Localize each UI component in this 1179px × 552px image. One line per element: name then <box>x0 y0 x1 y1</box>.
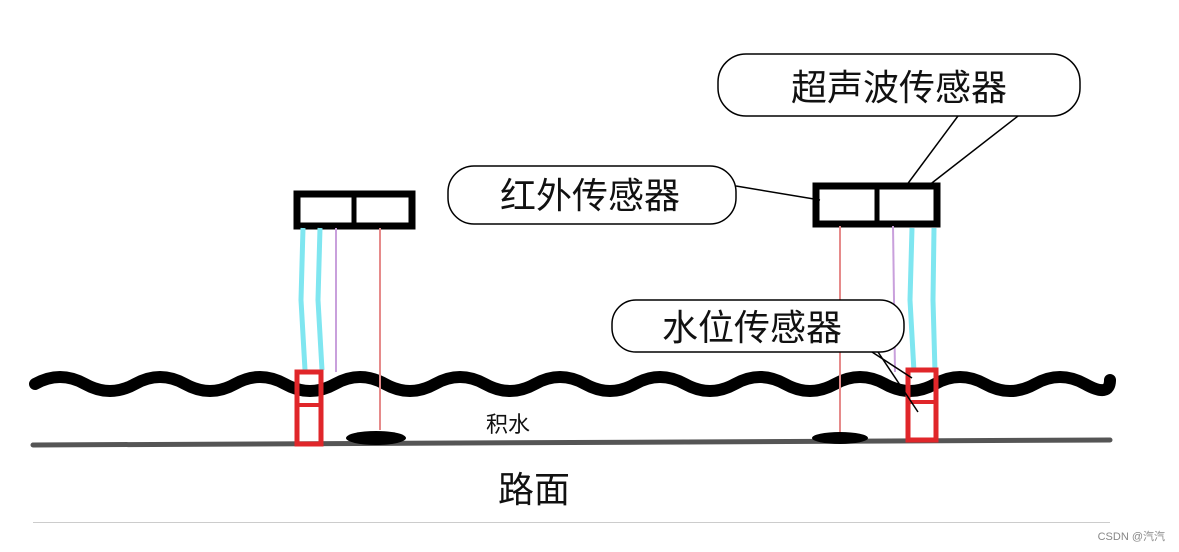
puddle-left <box>346 431 406 445</box>
left-water-level-sensor <box>294 369 324 447</box>
infrared-sensor-label: 红外传感器 <box>500 176 680 217</box>
watermark: CSDN @汽汽 <box>1097 531 1165 543</box>
water-level-sensor-label: 水位传感器 <box>662 308 842 349</box>
water-level-pointer-1 <box>871 351 913 379</box>
water-level-sensor-callout: 水位传感器 <box>611 299 919 413</box>
bottom-divider <box>33 522 1110 523</box>
right-ultrasonic-beam-1 <box>907 227 917 373</box>
left-ultrasonic-beam-1 <box>298 227 308 371</box>
ultrasonic-sensor-label: 超声波传感器 <box>791 68 1007 109</box>
right-infrared-beam <box>892 225 896 373</box>
right-ultrasonic-beam-2 <box>930 227 938 373</box>
standing-water-label: 积水 <box>486 413 530 438</box>
infrared-pointer <box>735 185 821 201</box>
ultrasonic-pointer-2 <box>927 115 1019 187</box>
puddle-right <box>812 432 868 444</box>
water-level-callout-bubble <box>611 299 905 353</box>
infrared-sensor-callout: 红外传感器 <box>447 165 821 225</box>
left-sensor-group <box>293 190 416 447</box>
road-surface-label: 路面 <box>498 470 570 511</box>
right-water-level-sensor <box>905 367 939 443</box>
water-level-pointer-2 <box>877 351 919 413</box>
ultrasonic-sensor-callout: 超声波传感器 <box>717 53 1081 187</box>
road-surface-line <box>30 437 1113 448</box>
ultrasonic-pointer-1 <box>905 115 959 187</box>
ultrasonic-callout-bubble <box>717 53 1081 117</box>
left-ultrasonic-beam-2 <box>315 227 325 371</box>
water-surface-wave <box>29 371 1116 397</box>
infrared-callout-bubble <box>447 165 737 225</box>
right-sensor-group <box>812 182 941 443</box>
